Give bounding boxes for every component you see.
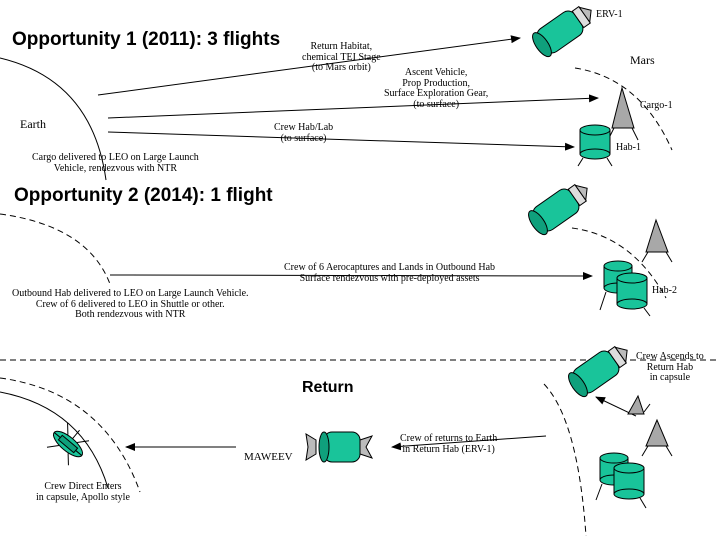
surface-habs-return [595, 452, 647, 509]
ascent-vehicle-note: Ascent Vehicle, Prop Production, Surface… [384, 67, 489, 110]
cargo1-lander [607, 86, 639, 141]
mars-arc-2 [571, 227, 667, 299]
earth-label: Earth [20, 117, 46, 131]
return-title: Return [302, 379, 354, 396]
return-capsule [46, 422, 90, 466]
mars-label: Mars [630, 53, 655, 67]
ascent-stage-base [641, 418, 673, 457]
erv1-label: ERV-1 [596, 9, 623, 20]
crew-hab-lab-note: Crew Hab/Lab (to surface) [274, 122, 334, 144]
hab1-label: Hab-1 [616, 142, 641, 153]
erv1-spacecraft-opp2 [528, 183, 588, 236]
maweev-label: MAWEEV [244, 451, 293, 463]
opportunity2-title: Opportunity 2 (2014): 1 flight [14, 185, 273, 206]
cargo1-lander-opp2 [641, 218, 673, 263]
mars-arc-1 [574, 67, 673, 151]
hab2-label: Hab-2 [652, 285, 677, 296]
crew-returns-note: Crew of returns to Earth in Return Hab (… [400, 433, 498, 455]
arrow-to-cargo1 [107, 94, 599, 119]
mars-arc-return [543, 383, 587, 537]
crew-aerocaptures-note: Crew of 6 Aerocaptures and Lands in Outb… [284, 262, 496, 284]
cargo-delivered-note: Cargo delivered to LEO on Large Launch V… [32, 152, 199, 174]
ascent-vehicle-flying [627, 394, 651, 415]
maweev-vehicle [305, 431, 374, 463]
arrow-to-erv1 [97, 35, 521, 96]
crew-ascends-note: Crew Ascends to Return Hab in capsule [636, 351, 704, 383]
erv1-return-spacecraft [568, 345, 628, 398]
hab2-modules [599, 260, 651, 317]
arrow-to-hab1 [107, 131, 575, 151]
arrow-erv-to-capsule [391, 435, 547, 451]
opportunity1-title: Opportunity 1 (2011): 3 flights [12, 29, 281, 50]
earth-arc-return-outer [0, 377, 141, 493]
outbound-hab-note: Outbound Hab delivered to LEO on Large L… [12, 288, 249, 320]
return-habitat-note: Return Habitat, chemical TEI Stage (to M… [302, 41, 381, 73]
erv1-spacecraft [532, 5, 592, 58]
crew-direct-enters-note: Crew Direct Enters in capsule, Apollo st… [36, 481, 130, 503]
hab1-module [577, 124, 613, 167]
arrow-to-hab2 [109, 271, 593, 280]
earth-arc-2 [0, 213, 111, 285]
earth-arc-return-inner [0, 391, 109, 489]
cargo1-label: Cargo-1 [640, 100, 673, 111]
earth-arc-1 [0, 57, 107, 181]
